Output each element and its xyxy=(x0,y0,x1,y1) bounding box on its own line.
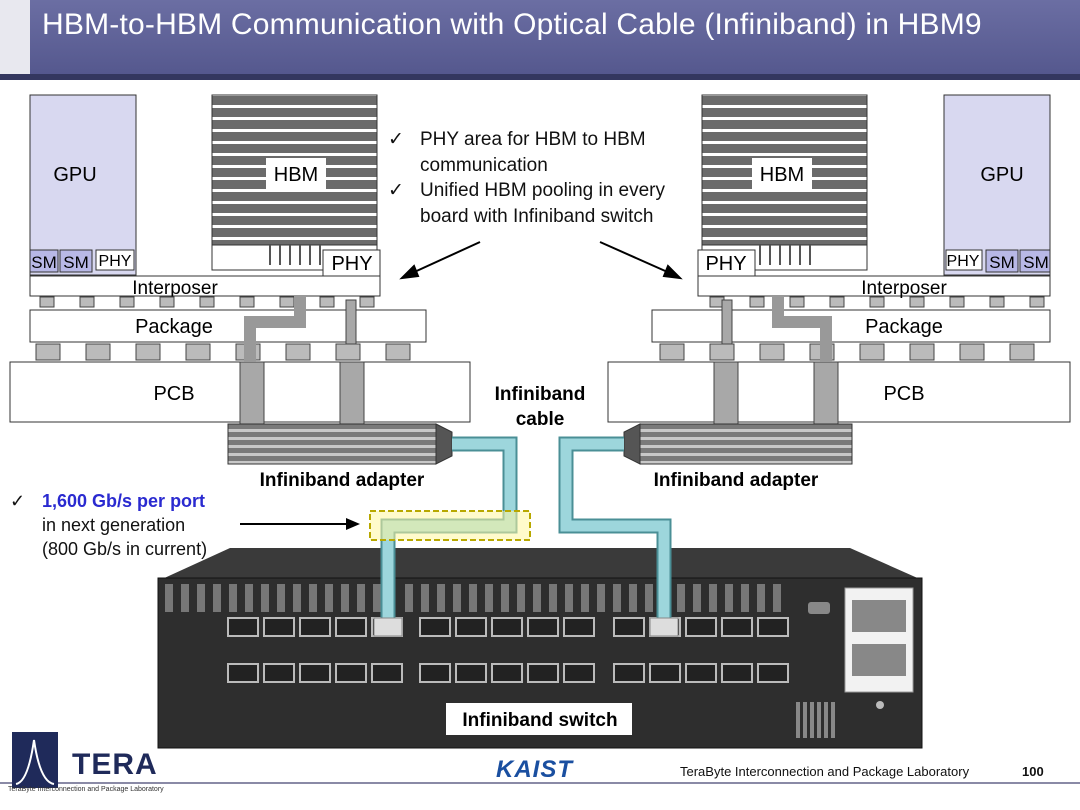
title-tab xyxy=(0,0,30,74)
right-hbm-label: HBM xyxy=(760,164,804,186)
cable-connector-right xyxy=(649,617,679,637)
left-hbm-tsv xyxy=(269,245,321,265)
left-package-via xyxy=(345,299,357,345)
switch-fan-grille xyxy=(796,702,835,738)
left-adapter-plug xyxy=(435,423,453,465)
right-adapter xyxy=(639,423,853,465)
switch-mgmt-port-1 xyxy=(852,600,906,632)
right-interposer xyxy=(697,275,1051,297)
switch-mgmt-port-2 xyxy=(852,644,906,676)
cable-label-line1: Infiniband xyxy=(495,384,586,405)
switch-label-bg xyxy=(446,703,632,735)
right-interposer-label: Interposer xyxy=(861,278,947,299)
footer-line xyxy=(0,782,1080,784)
left-package-label: Package xyxy=(135,316,213,338)
right-gpu-label: GPU xyxy=(980,164,1023,186)
bullet-1-check: ✓ xyxy=(388,129,404,150)
left-gpu-box xyxy=(29,94,137,276)
bullet-2-line1: Unified HBM pooling in every xyxy=(420,180,666,201)
tera-logo-word: TERA xyxy=(72,748,158,781)
left-sm-label-1: SM xyxy=(31,253,57,272)
phy-arrows xyxy=(399,241,683,280)
page-number: 100 xyxy=(1022,764,1044,779)
left-hbm-phy-label: PHY xyxy=(331,253,372,275)
speed-highlight-box xyxy=(369,510,531,541)
bullet-1-line2: communication xyxy=(420,155,548,176)
right-gpu-box xyxy=(943,94,1051,276)
title-bar xyxy=(0,0,1080,80)
left-pcb-label: PCB xyxy=(153,383,194,405)
right-sm-label-1: SM xyxy=(989,253,1015,272)
left-interposer-label: Interposer xyxy=(132,278,218,299)
left-sm-box-2 xyxy=(59,249,93,273)
right-board: GPU PHY SM SM HBM PHY Interposer Package xyxy=(607,94,1071,491)
right-hbm-phy-box xyxy=(697,249,756,277)
switch-ports-row2 xyxy=(227,663,789,683)
left-sm-label-2: SM xyxy=(63,253,89,272)
infiniband-switch: Infiniband switch xyxy=(157,548,923,749)
left-pcb-via-1 xyxy=(239,361,265,425)
tera-logo-sub: TeraByte Interconnection and Package Lab… xyxy=(8,786,164,793)
left-adapter-label: Infiniband adapter xyxy=(260,470,425,491)
cable-connector-left xyxy=(373,617,403,637)
left-bullet-check: ✓ xyxy=(10,491,25,511)
left-bullet-line2: in next generation xyxy=(42,515,185,535)
bullet-1-line1: PHY area for HBM to HBM xyxy=(420,129,646,150)
right-hbm-tsv xyxy=(759,245,811,265)
right-hbm-phy-label: PHY xyxy=(705,253,746,275)
switch-vents xyxy=(165,584,781,612)
left-sm-box-1 xyxy=(29,249,59,273)
left-gpu-label: GPU xyxy=(53,164,96,186)
switch-top xyxy=(160,548,922,580)
right-package-bumps xyxy=(659,343,1035,361)
switch-label: Infiniband switch xyxy=(462,710,617,731)
right-pcb xyxy=(607,361,1071,423)
bullet-2-check: ✓ xyxy=(388,180,404,201)
right-adapter-plug xyxy=(623,423,641,465)
left-bullet-highlight: 1,600 Gb/s per port xyxy=(42,491,205,511)
left-hbm-label: HBM xyxy=(274,164,318,186)
right-pcb-label: PCB xyxy=(883,383,924,405)
left-hbm-label-bg xyxy=(266,158,326,190)
left-package xyxy=(29,309,427,343)
right-sm-box-2 xyxy=(1019,249,1051,273)
left-interposer-bumps xyxy=(39,296,375,308)
right-package-via xyxy=(721,299,733,345)
right-package xyxy=(651,309,1051,343)
right-interposer-bumps xyxy=(709,296,1045,308)
left-adapter xyxy=(227,423,437,465)
left-gpu-phy-label: PHY xyxy=(99,253,132,270)
right-sm-box-1 xyxy=(985,249,1019,273)
left-package-bumps xyxy=(35,343,411,361)
right-pcb-via-1 xyxy=(713,361,739,425)
switch-led xyxy=(808,602,830,614)
page-title: HBM-to-HBM Communication with Optical Ca… xyxy=(42,8,982,41)
right-gpu-phy-label: PHY xyxy=(947,253,980,270)
left-package-route xyxy=(244,296,306,362)
left-bullet: ✓ 1,600 Gb/s per port in next generation… xyxy=(10,491,207,559)
speed-arrow-head xyxy=(346,518,360,530)
title-stripe xyxy=(0,74,1080,80)
switch-ports-row1 xyxy=(227,617,789,637)
left-gpu-phy-box xyxy=(95,249,135,271)
tera-logo xyxy=(12,732,58,788)
right-pcb-via-2 xyxy=(813,361,839,425)
left-pcb-via-2 xyxy=(339,361,365,425)
top-bullets: ✓ PHY area for HBM to HBM communication … xyxy=(388,129,666,227)
right-gpu-phy-box xyxy=(945,249,983,271)
left-interposer xyxy=(29,275,381,297)
kaist-logo: KAIST xyxy=(496,756,573,783)
right-package-route xyxy=(772,296,832,362)
right-sm-label-2: SM xyxy=(1023,253,1049,272)
left-board: GPU SM SM PHY HBM PHY Interposer P xyxy=(9,94,471,491)
left-bullet-line3: (800 Gb/s in current) xyxy=(42,539,207,559)
bullet-2-line2: board with Infiniband switch xyxy=(420,206,653,227)
footer-lab-name: TeraByte Interconnection and Package Lab… xyxy=(680,764,970,779)
right-adapter-label: Infiniband adapter xyxy=(654,470,819,491)
switch-power-dot xyxy=(876,701,884,709)
right-package-label: Package xyxy=(865,316,943,338)
cable-label-line2: cable xyxy=(516,409,565,430)
right-hbm-label-bg xyxy=(752,158,812,190)
